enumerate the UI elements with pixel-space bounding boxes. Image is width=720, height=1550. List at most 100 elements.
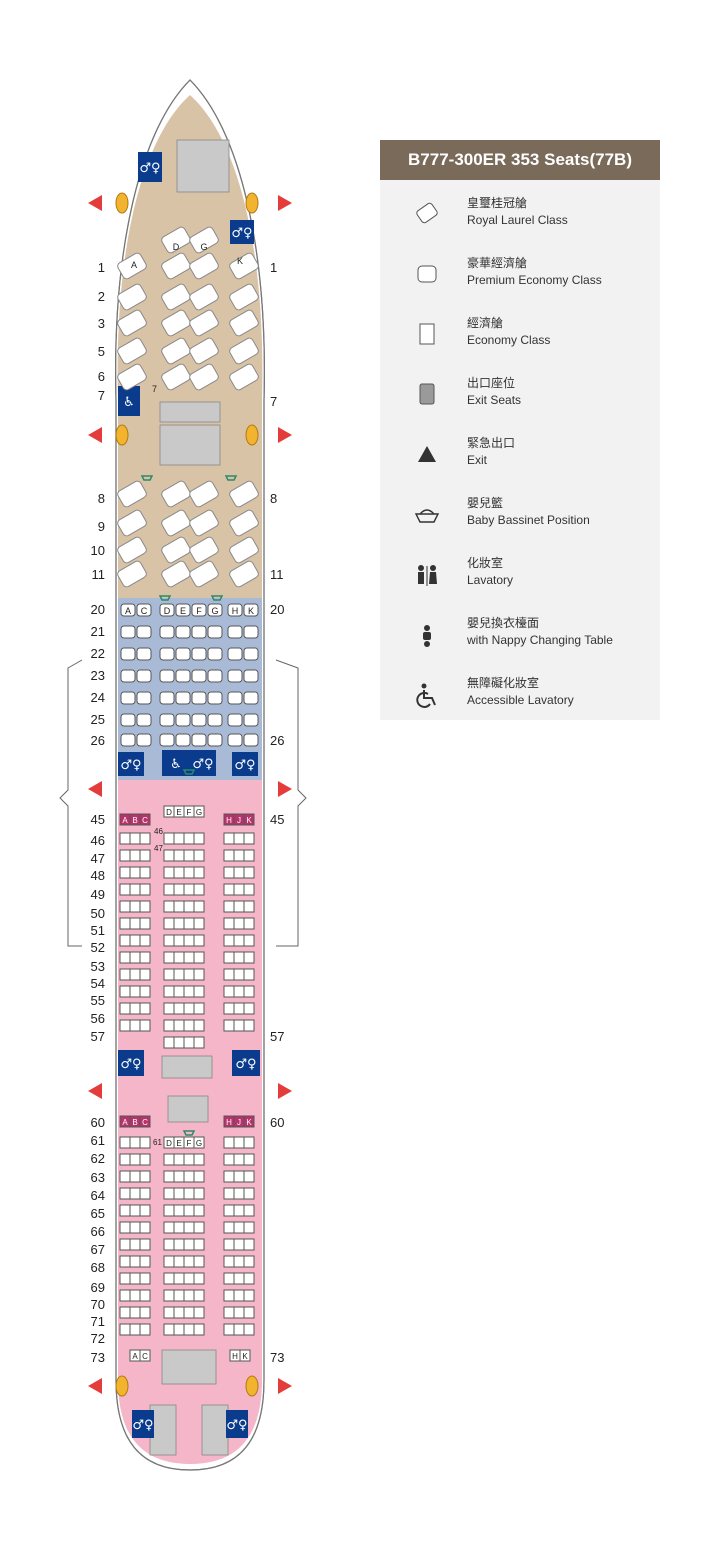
economy-seat: [223, 849, 235, 862]
economy-seat: [163, 849, 175, 862]
row-label-left: 46: [91, 833, 105, 848]
row-label-left: 21: [91, 624, 105, 639]
royal-laurel-seat: [229, 480, 259, 508]
royal-laurel-seat: [117, 252, 147, 280]
row-label-left: 47: [91, 851, 105, 866]
economy-seat: [193, 832, 205, 845]
fuselage-border: [115, 79, 265, 1471]
bassinet-icon: [182, 769, 196, 775]
galley-block: [159, 401, 221, 423]
economy-seat: [173, 1187, 185, 1200]
bassinet-icon: [224, 475, 238, 481]
economy-seat: [193, 1136, 205, 1149]
row-label-right: 60: [270, 1115, 284, 1130]
row-label-left: 57: [91, 1029, 105, 1044]
economy-seat: [173, 985, 185, 998]
seat-letter: H: [226, 816, 232, 825]
royal-laurel-seat: [161, 363, 191, 391]
bassinet-icon: [140, 475, 154, 481]
economy-seat: [233, 1221, 245, 1234]
economy-seat: [183, 832, 195, 845]
economy-seat: [183, 934, 195, 947]
economy-seat: [163, 1187, 175, 1200]
royal-laurel-seat: [229, 509, 259, 537]
row-label-left: 10: [91, 543, 105, 558]
premium-economy-seat: [207, 647, 223, 661]
lavatory-icon: [232, 1050, 260, 1076]
exit-triangle-icon: [278, 1083, 292, 1099]
premium-economy-seat: [227, 733, 243, 747]
economy-seat: [243, 849, 255, 862]
row-label-left: 65: [91, 1206, 105, 1221]
economy-seat: [173, 883, 185, 896]
lavatory-icon-label: ♂♀: [139, 161, 160, 176]
economy-seat: [233, 1323, 245, 1336]
economy-seat: [239, 1349, 251, 1362]
royal-laurel-seat: [189, 536, 219, 564]
legend-item-english-label: Baby Bassinet Position: [467, 513, 590, 527]
economy-seat: [243, 985, 255, 998]
royal-laurel-seat: [189, 363, 219, 391]
economy-seat: [129, 1019, 141, 1032]
economy-seat-icon: [419, 323, 435, 345]
economy-seat: [223, 968, 235, 981]
row-label-left: 55: [91, 993, 105, 1008]
row-label-left: 53: [91, 959, 105, 974]
row-label-left: 11: [92, 567, 106, 582]
seat-letter: K: [248, 606, 254, 616]
premium-economy-seat: [175, 669, 191, 683]
seat-letter: D: [164, 606, 171, 616]
economy-seat: [183, 1170, 195, 1183]
economy-seat: [243, 1019, 255, 1032]
economy-seat: [223, 832, 235, 845]
economy-seat: [243, 1323, 255, 1336]
row-label-left: 5: [98, 344, 105, 359]
lavatory-icon: [118, 1050, 144, 1076]
economy-seat: [223, 1170, 235, 1183]
economy-seat: [223, 900, 235, 913]
accessible-lavatory-icon-label: ♿: [170, 757, 182, 772]
economy-seat: [119, 1255, 131, 1268]
row-label-left: 56: [91, 1011, 105, 1026]
economy-seat: [139, 968, 151, 981]
seat-letter: C: [142, 1352, 148, 1361]
economy-seat: [139, 849, 151, 862]
door-slide: [245, 424, 259, 446]
economy-seat: [119, 1204, 131, 1217]
economy-seat: [119, 832, 131, 845]
premium-economy-seat-icon: [417, 265, 437, 283]
premium-economy-seat: [191, 691, 207, 705]
legend-item-chinese-label: 皇璽桂冠艙: [467, 196, 528, 210]
royal-laurel-seat: [161, 560, 191, 588]
exit-triangle-icon: [88, 1083, 102, 1099]
economy-seat: [193, 985, 205, 998]
exit-seat-icon: [419, 383, 435, 405]
royal-laurel-seat: [117, 560, 147, 588]
row-47-inline-label: 47: [154, 844, 163, 853]
economy-seat: [129, 1204, 141, 1217]
zone-bracket-left: [59, 659, 83, 947]
economy-seat: [119, 934, 131, 947]
premium-economy-seat: [120, 669, 136, 683]
economy-seat: [233, 1019, 245, 1032]
economy-seat: [233, 1153, 245, 1166]
premium-economy-seat: [120, 713, 136, 727]
premium-economy-seat: [159, 713, 175, 727]
legend-item-english-label: Royal Laurel Class: [467, 213, 568, 227]
economy-seat: [129, 1289, 141, 1302]
royal-laurel-seat: [229, 252, 259, 280]
economy-seat: [183, 1306, 195, 1319]
row-label-right: 20: [270, 602, 284, 617]
premium-economy-seat: [159, 733, 175, 747]
premium-economy-seat: [227, 625, 243, 639]
premium-economy-seat: [159, 603, 175, 617]
legend-item-english-label: Accessible Lavatory: [467, 693, 574, 707]
nappy-table-icon: [423, 625, 431, 647]
economy-seat: [223, 1221, 235, 1234]
economy-seat: [173, 968, 185, 981]
premium-economy-seat: [243, 625, 259, 639]
seat-letter: D: [166, 808, 172, 817]
seat-letter: K: [246, 1118, 252, 1127]
